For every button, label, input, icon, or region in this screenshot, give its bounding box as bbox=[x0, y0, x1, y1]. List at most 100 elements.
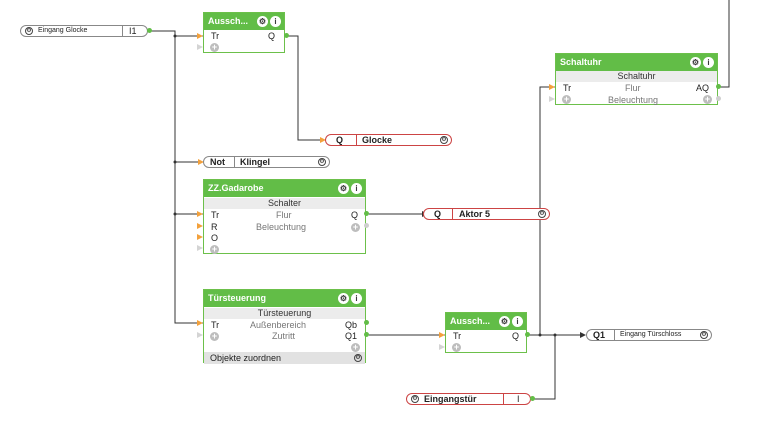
input-pin[interactable] bbox=[320, 137, 326, 143]
gear-icon[interactable]: ⚙ bbox=[411, 395, 419, 403]
parameter-label-beleuchtung: Beleuchtung bbox=[608, 95, 659, 105]
input-label-tr: Tr bbox=[211, 320, 220, 330]
input-pin[interactable] bbox=[197, 332, 203, 338]
output-connector[interactable] bbox=[716, 84, 721, 89]
gear-icon[interactable]: ⚙ bbox=[538, 210, 546, 218]
input-pin[interactable] bbox=[549, 96, 555, 102]
info-icon[interactable]: i bbox=[270, 16, 281, 27]
gear-icon[interactable]: ⚙ bbox=[440, 136, 448, 144]
block-title: Türsteuerung bbox=[208, 293, 267, 303]
output-connector[interactable] bbox=[364, 211, 369, 216]
input-name-label: Eingangstür bbox=[424, 394, 477, 404]
pill-divider bbox=[503, 394, 504, 404]
output-klingel[interactable]: Not Klingel ⚙ bbox=[203, 156, 330, 168]
add-input-icon[interactable]: + bbox=[210, 244, 219, 254]
block-subtitle: Türsteuerung bbox=[204, 308, 365, 319]
gear-icon[interactable]: ⚙ bbox=[700, 331, 708, 339]
info-icon[interactable]: i bbox=[703, 57, 714, 68]
output-connector[interactable] bbox=[530, 396, 535, 401]
output-id-label: Q1 bbox=[593, 330, 606, 340]
input-pin[interactable] bbox=[549, 84, 555, 90]
input-eingang-glocke[interactable]: ⚙ Eingang Glocke I1 bbox=[20, 25, 148, 37]
block-header[interactable]: Aussch... ⚙ i bbox=[446, 313, 526, 330]
input-pin[interactable] bbox=[198, 159, 204, 165]
add-input-icon[interactable]: + bbox=[452, 342, 461, 352]
add-output-icon[interactable]: + bbox=[703, 94, 712, 104]
input-pin[interactable] bbox=[439, 344, 445, 350]
info-icon[interactable]: i bbox=[351, 293, 362, 304]
pill-divider bbox=[614, 330, 615, 340]
output-aktor-5[interactable]: Q Aktor 5 ⚙ bbox=[423, 208, 550, 220]
output-connector[interactable] bbox=[284, 33, 289, 38]
block-header[interactable]: Schaltuhr ⚙ i bbox=[556, 54, 717, 71]
parameter-label-aussenbereich: Außenbereich bbox=[250, 320, 307, 330]
gear-icon[interactable]: ⚙ bbox=[338, 183, 349, 194]
input-pin[interactable] bbox=[197, 211, 203, 217]
output-id-label: Q bbox=[336, 135, 344, 145]
parameter-label-flur: Flur bbox=[625, 83, 641, 93]
gear-icon[interactable]: ⚙ bbox=[338, 293, 349, 304]
input-eingangstuer[interactable]: ⚙ Eingangstür I bbox=[406, 393, 531, 405]
add-output-icon[interactable]: + bbox=[351, 222, 360, 232]
output-connector[interactable] bbox=[716, 96, 721, 101]
input-label-tr: Tr bbox=[211, 210, 220, 220]
pill-divider bbox=[122, 26, 123, 36]
output-label-q: Q bbox=[512, 331, 520, 341]
input-name-label: Eingang Glocke bbox=[38, 27, 88, 34]
output-name-label: Aktor 5 bbox=[459, 209, 491, 219]
parameter-label-beleuchtung: Beleuchtung bbox=[256, 222, 307, 232]
block-header[interactable]: Aussch... ⚙ i bbox=[204, 13, 284, 30]
gear-icon[interactable]: ⚙ bbox=[499, 316, 510, 327]
output-connector[interactable] bbox=[147, 28, 152, 33]
gear-icon[interactable]: ⚙ bbox=[354, 354, 362, 362]
add-input-icon[interactable]: + bbox=[210, 331, 219, 341]
gear-icon[interactable]: ⚙ bbox=[690, 57, 701, 68]
pill-divider bbox=[356, 135, 357, 145]
add-input-icon[interactable]: + bbox=[562, 94, 571, 104]
output-id-label: Not bbox=[210, 157, 225, 167]
pill-divider bbox=[452, 209, 453, 219]
function-block-ausschaltverzoegerung[interactable]: Aussch... ⚙ i Tr Q + bbox=[203, 12, 285, 53]
info-icon[interactable]: i bbox=[512, 316, 523, 327]
pill-divider bbox=[234, 157, 235, 167]
output-label-q: Q bbox=[268, 31, 276, 41]
input-pin[interactable] bbox=[197, 234, 203, 240]
output-eingang-tuerschloss[interactable]: Q1 Eingang Türschloss ⚙ bbox=[586, 329, 712, 341]
output-connector[interactable] bbox=[364, 332, 369, 337]
block-header[interactable]: Türsteuerung ⚙ i bbox=[204, 290, 365, 307]
add-output-icon[interactable]: + bbox=[351, 342, 360, 352]
block-title: Aussch... bbox=[450, 316, 491, 326]
output-label-q1: Q1 bbox=[345, 331, 358, 341]
gear-icon[interactable]: ⚙ bbox=[318, 158, 326, 166]
input-id-label: I bbox=[517, 394, 520, 404]
block-subtitle: Schalter bbox=[204, 198, 365, 209]
block-header[interactable]: ZZ.Gadarobe ⚙ i bbox=[204, 180, 365, 197]
output-connector[interactable] bbox=[364, 223, 369, 228]
output-label-q: Q bbox=[351, 210, 359, 220]
input-label-tr: Tr bbox=[563, 83, 572, 93]
function-block-zz-gadarobe[interactable]: ZZ.Gadarobe ⚙ i Schalter Tr Flur Q R Bel… bbox=[203, 179, 366, 254]
output-connector[interactable] bbox=[525, 332, 530, 337]
input-pin[interactable] bbox=[197, 223, 203, 229]
input-pin[interactable] bbox=[197, 44, 203, 50]
output-connector[interactable] bbox=[364, 320, 369, 325]
assign-objects-row[interactable]: Objekte zuordnen ⚙ bbox=[204, 352, 365, 364]
output-glocke[interactable]: Q Glocke ⚙ bbox=[325, 134, 452, 146]
add-input-icon[interactable]: + bbox=[210, 42, 219, 52]
function-block-schaltuhr[interactable]: Schaltuhr ⚙ i Schaltuhr Tr Flur AQ + Bel… bbox=[555, 53, 718, 105]
function-block-tuersteuerung[interactable]: Türsteuerung ⚙ i Türsteuerung Tr Außenbe… bbox=[203, 289, 366, 364]
input-label-r: R bbox=[211, 222, 218, 232]
input-pin[interactable] bbox=[197, 33, 203, 39]
input-label-tr: Tr bbox=[211, 31, 220, 41]
input-pin[interactable] bbox=[439, 332, 445, 338]
output-label-qb: Qb bbox=[345, 320, 358, 330]
info-icon[interactable]: i bbox=[351, 183, 362, 194]
input-label-tr: Tr bbox=[453, 331, 462, 341]
gear-icon[interactable]: ⚙ bbox=[257, 16, 268, 27]
input-pin[interactable] bbox=[197, 320, 203, 326]
parameter-label-flur: Flur bbox=[276, 210, 292, 220]
function-block-ausschaltverzoegerung-2[interactable]: Aussch... ⚙ i Tr Q + bbox=[445, 312, 527, 353]
input-pin[interactable] bbox=[197, 245, 203, 251]
gear-icon[interactable]: ⚙ bbox=[25, 27, 33, 35]
assign-objects-label: Objekte zuordnen bbox=[210, 353, 282, 363]
